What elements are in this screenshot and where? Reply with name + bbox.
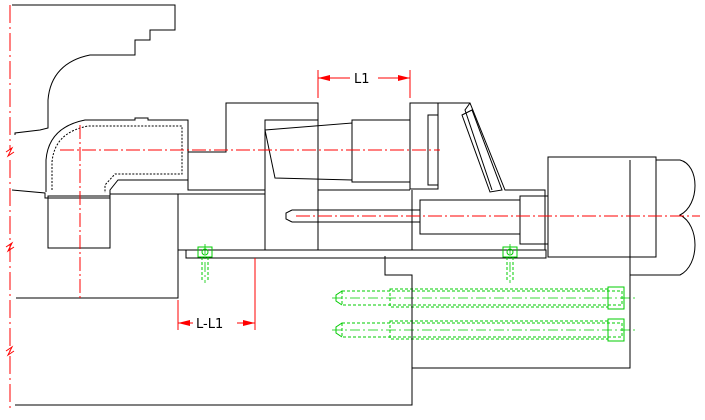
barrel-flange	[409, 102, 439, 190]
rod-coupler	[419, 199, 521, 235]
break-line-left	[5, 5, 15, 410]
rod-coupler-2	[519, 195, 549, 245]
cavity-block	[47, 195, 111, 249]
carriage-frame	[264, 103, 413, 251]
injection-unit-body	[187, 102, 319, 191]
tie-bolt-lower	[332, 318, 635, 342]
rail-bolt-left	[197, 244, 213, 283]
lower-housing	[411, 258, 631, 369]
tie-bolt-upper	[332, 286, 635, 310]
guide-rod	[285, 209, 420, 223]
swing-arm	[461, 109, 503, 193]
machine-base	[11, 189, 179, 299]
dimension-l-minus-l1-label: L-L1	[196, 317, 223, 332]
motor-housing	[547, 156, 657, 258]
dimension-l1: L1	[317, 70, 411, 98]
sprue-bushing-hatch	[51, 125, 183, 193]
injection-unit-lower	[178, 193, 266, 251]
nozzle-barrel-taper	[264, 122, 353, 181]
swing-support	[438, 102, 546, 250]
rail-plate	[185, 249, 547, 259]
rail-bolt-right	[502, 244, 518, 283]
dimension-l-minus-l1: L-L1	[177, 258, 256, 332]
sprue-bushing	[45, 117, 189, 196]
die-block-upper	[12, 4, 176, 135]
dimension-l1-label: L1	[354, 72, 370, 87]
nozzle-barrel	[351, 119, 411, 183]
motor-shaft	[629, 159, 696, 276]
